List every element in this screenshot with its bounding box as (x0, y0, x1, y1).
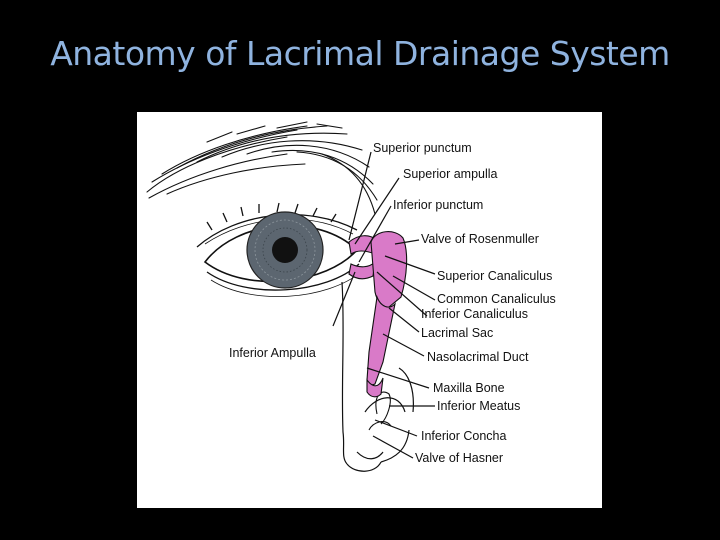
leader-lines (332, 151, 436, 459)
label-superior-punctum: Superior punctum (373, 141, 472, 155)
label-inferior-ampulla: Inferior Ampulla (229, 346, 316, 360)
lower-eyelid (206, 263, 360, 291)
label-nasolacrimal-duct: Nasolacrimal Duct (427, 350, 529, 364)
duct-outlet (366, 377, 384, 398)
pupil (272, 237, 298, 263)
slide-title: Anatomy of Lacrimal Drainage System (50, 34, 670, 73)
label-superior-ampulla: Superior ampulla (403, 167, 498, 181)
label-lacrimal-sac: Lacrimal Sac (421, 326, 493, 340)
label-inferior-meatus: Inferior Meatus (437, 399, 520, 413)
eyebrow (146, 121, 378, 215)
label-maxilla-bone: Maxilla Bone (433, 381, 505, 395)
label-inferior-punctum: Inferior punctum (393, 198, 483, 212)
label-valve-of-hasner: Valve of Hasner (415, 451, 503, 465)
inferior-canaliculus (348, 260, 376, 280)
label-common-canaliculus: Common Canaliculus (437, 292, 556, 306)
label-inferior-concha: Inferior Concha (421, 429, 507, 443)
label-valve-of-rosenmuller: Valve of Rosenmuller (421, 232, 539, 246)
lacrimal-system (348, 231, 408, 398)
nose-outline (341, 281, 414, 472)
eye (203, 211, 362, 297)
lacrimal-diagram: Superior punctum Superior ampulla Inferi… (146, 121, 556, 472)
label-superior-canaliculus: Superior Canaliculus (437, 269, 552, 283)
label-inferior-canaliculus: Inferior Canaliculus (421, 307, 528, 321)
labels: Superior punctum Superior ampulla Inferi… (229, 141, 556, 465)
diagram-panel: Superior punctum Superior ampulla Inferi… (137, 112, 602, 508)
